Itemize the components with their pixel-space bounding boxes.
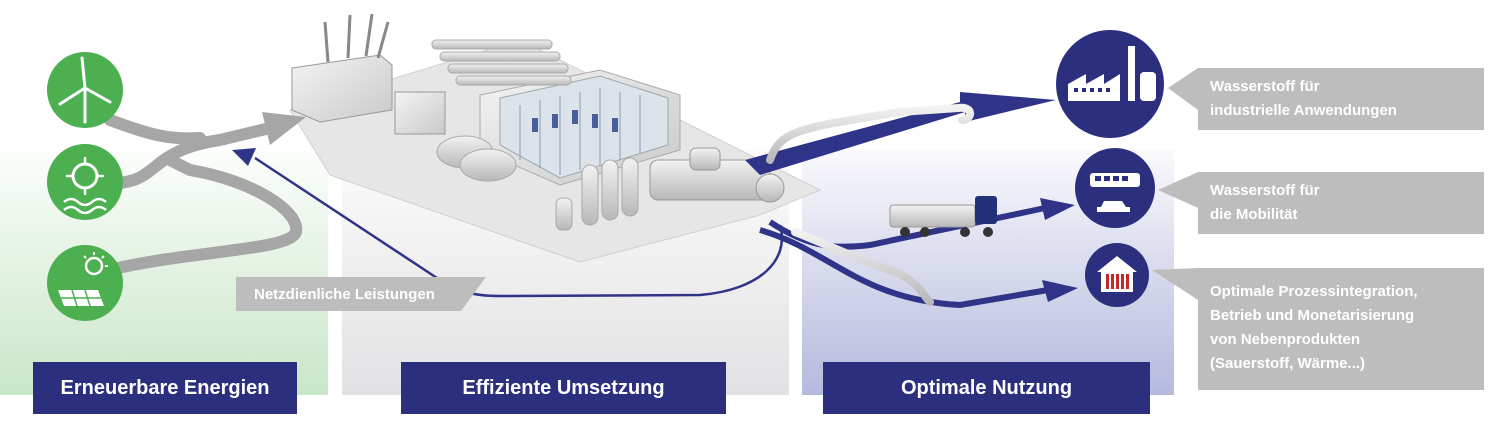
gas-storage-racks	[431, 39, 572, 86]
banner-conversion: Effiziente Umsetzung	[401, 362, 726, 414]
output-text-industry: Wasserstoff für industrielle Anwendungen	[1198, 68, 1484, 130]
power-arrow-head	[262, 112, 306, 145]
callout-pointers	[1152, 68, 1198, 300]
banner-usage: Optimale Nutzung	[823, 362, 1150, 414]
output-line: (Sauerstoff, Wärme...)	[1210, 355, 1366, 372]
factory-icon	[1056, 30, 1164, 138]
electrolyser-hall	[479, 69, 681, 186]
banner-renewables: Erneuerbare Energien	[33, 362, 297, 414]
compressor-unit	[649, 147, 785, 203]
output-text-mobility: Wasserstoff für die Mobilität	[1198, 172, 1484, 234]
output-line: die Mobilität	[1210, 206, 1298, 223]
hydrogen-truck	[889, 196, 997, 237]
pipeline	[766, 103, 975, 306]
transformer	[291, 13, 446, 135]
output-line: von Nebenprodukten	[1210, 331, 1361, 348]
output-line: industrielle Anwendungen	[1210, 102, 1397, 119]
output-line: Optimale Prozessintegration,	[1210, 283, 1418, 300]
output-line: Wasserstoff für	[1210, 78, 1320, 95]
grid-services-label: Netzdienliche Leistungen	[236, 277, 486, 311]
storage-tanks	[436, 135, 639, 231]
output-line: Wasserstoff für	[1210, 182, 1320, 199]
power-flow-arrows	[104, 114, 303, 274]
vehicles-icon	[1075, 148, 1155, 228]
solar-panel-icon	[47, 245, 123, 321]
output-text-byproducts: Optimale Prozessintegration, Betrieb und…	[1198, 268, 1484, 390]
wind-turbine-icon	[47, 52, 123, 128]
output-line: Betrieb und Monetarisierung	[1210, 307, 1415, 324]
hydro-turbine-icon	[47, 144, 123, 220]
house-heat-icon	[1085, 243, 1149, 307]
